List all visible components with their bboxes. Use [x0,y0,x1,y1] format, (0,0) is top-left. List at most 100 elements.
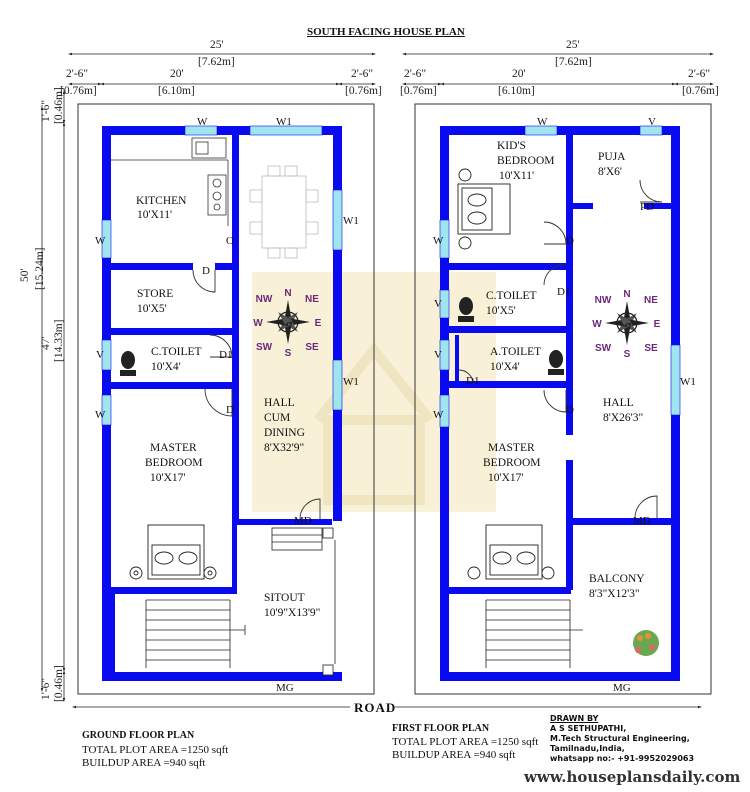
plot-boundaries [77,103,712,695]
f-ctoilet-label: C.TOILET [486,290,537,302]
ground-bed [129,524,217,580]
compass-label-sw: SW [595,343,612,354]
f-window-w-left2: W [433,409,444,421]
dim-total-width-first: 25' [566,39,580,51]
compass-ring [616,312,638,334]
g-window-w1-top: W1 [276,116,292,128]
g-gate-mg: MG [276,682,294,694]
first-bed-bottom [467,524,555,580]
f-puja-size: 8'X6' [598,166,622,178]
g-window-w-left2: W [95,409,106,421]
dim-total-width-ground: 25' [210,39,224,51]
dim-side-g1-m: [0.76m] [60,85,97,97]
f-puja-label: PUJA [598,151,626,163]
ground-buildup-area: BUILDUP AREA =940 sqft [82,757,206,769]
first-stairs [485,599,583,668]
compass-label-e: E [315,318,322,329]
g-toilet-label: C.TOILET [151,346,202,358]
credit-place: Tamilnadu,India, [550,744,625,753]
credit-phone: whatsapp no:- +91-9952029063 [550,754,695,763]
f-balcony-size: 8'3"X12'3" [589,588,640,600]
f-door-d-kids: D [566,235,574,247]
f-gate-mg: MG [613,682,631,694]
f-door-d-master: D [566,404,574,416]
kitchen-fixtures [111,137,229,226]
g-store-label: STORE [137,288,174,300]
first-plot-area: TOTAL PLOT AREA =1250 sqft [392,736,539,748]
f-door-d1-ctoilet: D1 [557,286,571,298]
ground-wc [120,351,136,376]
compass-label-w: W [253,318,263,329]
compass-label-ne: NE [644,295,658,306]
dim-inner-g-m: [6.10m] [158,85,195,97]
g-opening-o: O [226,235,234,247]
ground-windows [101,125,343,426]
compass-label-n: N [284,288,291,299]
compass-label-w: W [592,319,602,330]
f-balcony-label: BALCONY [589,573,645,585]
dim-edge-top-m: [0.46m] [53,87,65,124]
g-master-label: MASTER [150,442,197,454]
g-door-d-master: D [226,404,234,416]
compass-label-nw: NW [256,294,273,305]
f-vent-v-top: V [648,116,656,128]
f-vent-v-left2: V [434,349,442,361]
g-door-d1: D1 [219,349,233,361]
compass-label-nw: NW [595,295,612,306]
f-door-pd: PD [640,201,655,213]
g-sitout-size: 10'9"X13'9" [264,607,321,619]
g-door-d-store: D [202,265,210,277]
g-kitchen-label: KITCHEN [136,195,187,207]
compass-label-s: S [624,349,631,360]
f-window-w-top: W [537,116,548,128]
dim-side-f1: 2'-6" [404,68,427,80]
g-master-label2: BEDROOM [145,457,203,469]
dim-edge-bottom: 1'-6" [40,677,52,700]
f-atoilet-label: A.TOILET [490,346,542,358]
g-hall-label3: DINING [264,427,305,439]
dim-side-f2-m: [0.76m] [682,85,719,97]
g-window-w1-right2: W1 [343,376,359,388]
dim-total-depth-m: [15.24m] [34,247,46,290]
g-master-size: 10'X17' [150,472,186,484]
first-windows [439,125,681,428]
g-hall-size: 8'X32'9" [264,442,305,454]
first-caption: FIRST FLOOR PLAN [392,723,490,734]
dining-table [249,165,319,259]
first-door-swings [458,179,663,519]
f-atoilet-size: 10'X4' [490,361,520,373]
g-door-md: MD [294,515,312,527]
g-toilet-size: 10'X4' [151,361,181,373]
dim-total-width-first-m: [7.62m] [555,56,592,68]
f-ctoilet-size: 10'X5' [486,305,516,317]
dimension-lines [40,52,714,709]
f-vent-v-left: V [434,298,442,310]
dim-inner-f-m: [6.10m] [498,85,535,97]
ground-door-swings [192,269,321,520]
dim-side-f2: 2'-6" [688,68,711,80]
dim-edge-top: 1'-6" [40,99,52,122]
compass-label-s: S [285,348,292,359]
compass-ring [277,311,299,333]
f-master-label2: BEDROOM [483,457,541,469]
dim-side-g2-m: [0.76m] [345,85,382,97]
g-sitout-label: SITOUT [264,592,305,604]
ground-plot-area: TOTAL PLOT AREA =1250 sqft [82,744,229,756]
ground-sitout-elements [271,527,336,676]
f-door-d1-atoilet: D1 [466,375,480,387]
dim-inner-depth-m: [14.33m] [53,319,65,362]
g-window-w-top: W [197,116,208,128]
credit-degree: M.Tech Structural Engineering, [550,734,690,743]
f-kids-size: 10'X11' [499,170,535,182]
f-master-label: MASTER [488,442,535,454]
f-window-w1-right: W1 [680,376,696,388]
g-window-w-left: W [95,235,106,247]
g-hall-label2: CUM [264,412,291,424]
ground-caption: GROUND FLOOR PLAN [82,730,195,741]
credit-drawn-by: DRAWN BY [550,714,599,723]
compass-label-n: N [623,289,630,300]
dim-total-depth: 50' [19,268,31,282]
credit-name: A S SETHUPATHI, [550,724,627,733]
dim-edge-bottom-m: [0.46m] [53,665,65,702]
